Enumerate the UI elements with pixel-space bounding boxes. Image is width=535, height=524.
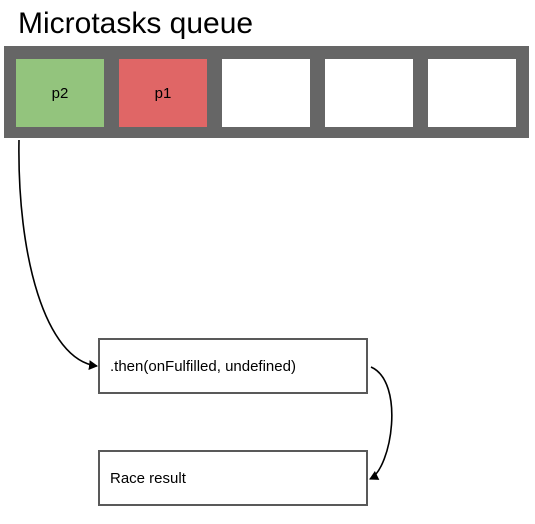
arrow-then-to-result	[369, 366, 393, 480]
then-handler-box: .then(onFulfilled, undefined)	[98, 338, 368, 394]
queue-slot-2: p1	[119, 59, 207, 127]
microtasks-queue: p2 p1	[4, 46, 529, 138]
queue-slot-1: p2	[16, 59, 104, 127]
queue-slot-4	[325, 59, 413, 127]
diagram-title: Microtasks queue	[18, 7, 254, 40]
arrow-p2-to-then	[18, 139, 98, 371]
queue-slot-3	[222, 59, 310, 127]
race-result-box: Race result	[98, 450, 368, 506]
queue-slot-5	[428, 59, 516, 127]
